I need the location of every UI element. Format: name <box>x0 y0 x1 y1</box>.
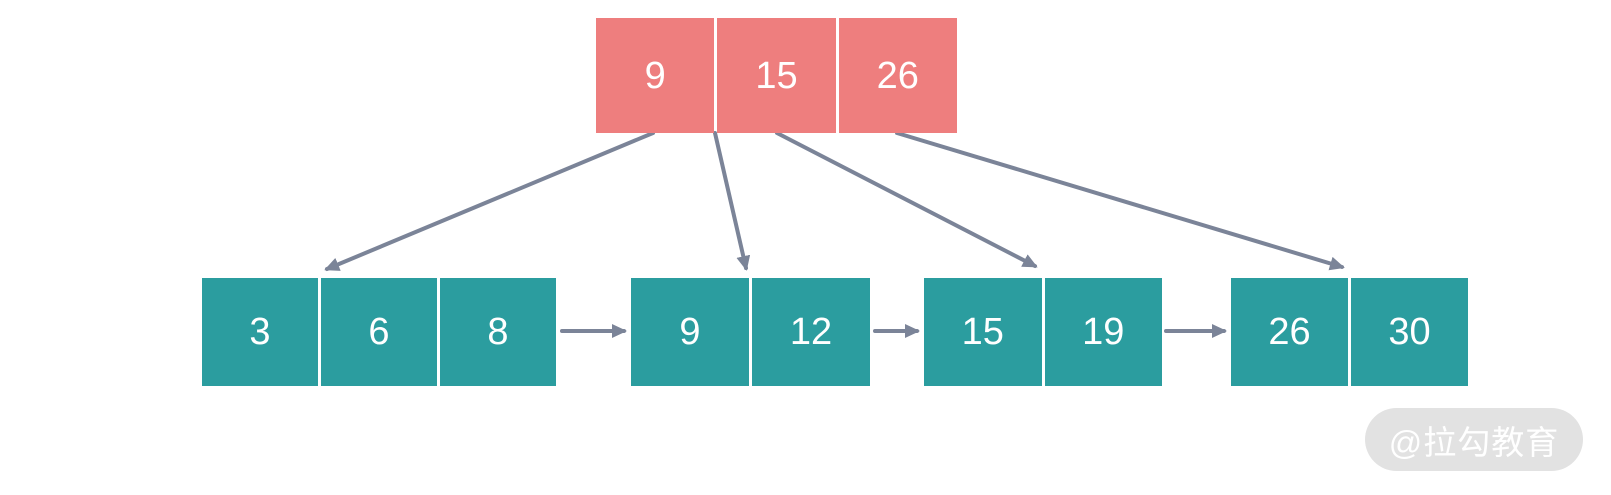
leaf-key-cell: 30 <box>1351 278 1468 386</box>
leaf-key-cell: 15 <box>924 278 1042 386</box>
leaf-node-3: 26 30 <box>1231 278 1468 386</box>
leaf-key-cell: 3 <box>202 278 318 386</box>
root-key-cell: 15 <box>717 18 836 133</box>
root-key-cell: 9 <box>596 18 715 133</box>
watermark-badge: @拉勾教育 <box>1365 408 1583 471</box>
watermark-text: @拉勾教育 <box>1388 423 1560 461</box>
root-node: 9 15 26 <box>596 18 957 133</box>
leaf-key-cell: 12 <box>752 278 870 386</box>
leaf-node-2: 15 19 <box>924 278 1162 386</box>
leaf-key-cell: 9 <box>631 278 749 386</box>
leaf-key-cell: 8 <box>440 278 556 386</box>
leaf-key-cell: 19 <box>1044 278 1162 386</box>
leaf-key-cell: 6 <box>321 278 437 386</box>
arrow-root-to-leaf-1 <box>713 131 751 271</box>
arrow-root-to-leaf-2 <box>775 131 1038 268</box>
leaf-node-1: 9 12 <box>631 278 870 386</box>
leaf-key-cell: 26 <box>1231 278 1348 386</box>
root-key-cell: 26 <box>838 18 957 133</box>
arrow-root-to-leaf-0 <box>324 131 655 271</box>
arrow-root-to-leaf-3 <box>895 131 1345 271</box>
leaf-node-0: 3 6 8 <box>202 278 556 386</box>
